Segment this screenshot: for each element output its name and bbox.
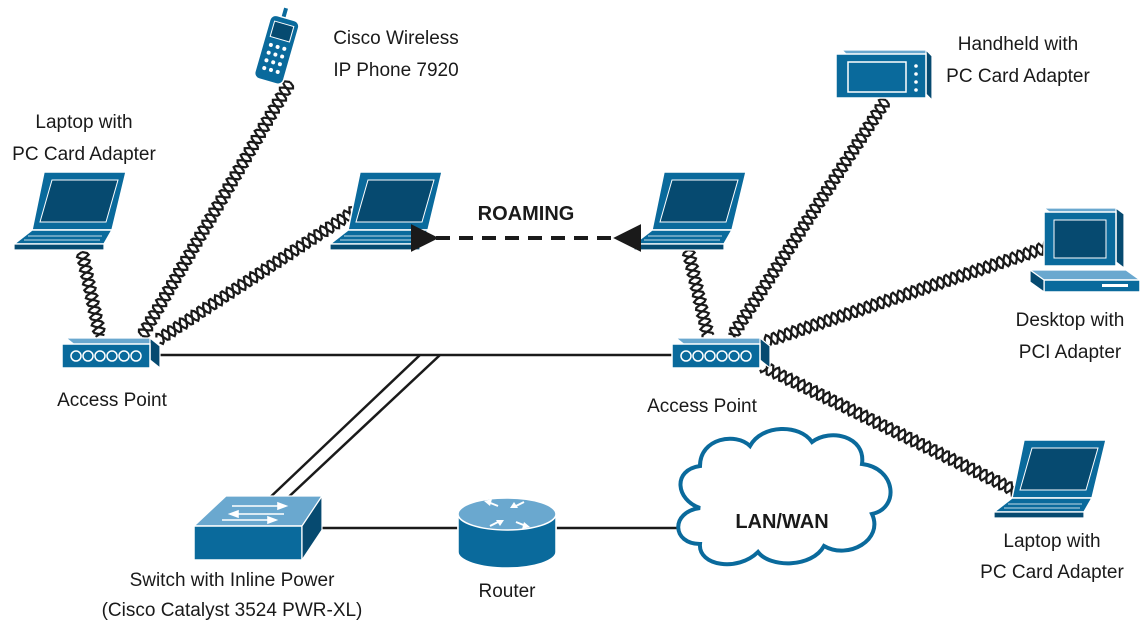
coil-laptop-roaming-right-strand-b <box>683 248 715 336</box>
laptop-icon <box>11 171 127 251</box>
router[interactable] <box>457 497 557 569</box>
switch-icon <box>192 494 324 562</box>
handheld-icon <box>835 48 934 102</box>
coil-laptop-roaming-right-strand-a <box>681 249 714 338</box>
switch-uplink-left <box>261 354 421 506</box>
coil-desktop-strand-a <box>763 240 1051 345</box>
switch-label-line2: (Cisco Catalyst 3524 PWR-XL) <box>102 600 363 621</box>
coil-laptop-roaming-left-strand-b <box>155 209 359 341</box>
coil-laptop-bottom-strand-b <box>759 363 1019 497</box>
wireless-ip-phone-icon <box>253 6 300 85</box>
roaming-indicator: ROAMING <box>410 203 642 252</box>
phone-label-line1: Cisco Wireless <box>333 28 459 49</box>
desktop[interactable] <box>1028 206 1140 294</box>
access-point-left[interactable] <box>61 336 162 370</box>
desktop-label-line2: PCI Adapter <box>1019 342 1122 363</box>
laptop-icon <box>631 171 747 251</box>
handheld[interactable] <box>835 48 934 102</box>
handheld-label-line1: Handheld with <box>958 34 1078 55</box>
desktop-computer-icon <box>1028 206 1140 294</box>
access-point-right[interactable] <box>671 336 772 370</box>
switch[interactable] <box>192 494 324 562</box>
coil-phone-strand-b <box>137 81 295 337</box>
wireless-ip-phone[interactable] <box>253 4 303 85</box>
coil-laptop-roaming-left-strand-a <box>159 206 357 346</box>
handheld-label-line2: PC Card Adapter <box>946 66 1090 87</box>
laptop-bottom-label-line1: Laptop with <box>1003 531 1100 552</box>
lan-wan-cloud[interactable]: LAN/WAN <box>676 427 893 567</box>
laptop-left[interactable] <box>11 171 127 251</box>
laptop-bottom-right[interactable] <box>991 439 1107 519</box>
access-point-icon <box>680 350 752 362</box>
wired-links <box>160 353 680 530</box>
laptop-bottom-label-line2: PC Card Adapter <box>980 562 1124 583</box>
laptop-roaming-left[interactable] <box>327 171 443 251</box>
access-point-left-label: Access Point <box>57 390 168 411</box>
switch-uplink-right <box>279 354 441 506</box>
access-point-right-label: Access Point <box>647 396 758 417</box>
coil-handheld-strand-a <box>728 97 887 337</box>
coil-laptop-left-strand-b <box>76 250 105 337</box>
cloud-icon <box>676 427 893 567</box>
switch-label-line1: Switch with Inline Power <box>130 570 336 591</box>
laptop-roaming-right[interactable] <box>631 171 747 251</box>
router-label: Router <box>478 581 536 602</box>
coil-desktop-strand-b <box>762 242 1052 349</box>
lan-wan-label: LAN/WAN <box>735 511 828 533</box>
coil-handheld-strand-b <box>728 99 890 340</box>
router-icon <box>457 497 557 569</box>
desktop-label-line1: Desktop with <box>1016 310 1125 331</box>
access-point-icon <box>70 350 142 362</box>
laptop-left-label-line2: PC Card Adapter <box>12 144 156 165</box>
wireless-links <box>75 80 1052 497</box>
laptop-left-label-line1: Laptop with <box>35 112 132 133</box>
roaming-label: ROAMING <box>478 203 575 225</box>
laptop-icon <box>327 171 443 251</box>
phone-label-line2: IP Phone 7920 <box>333 60 458 81</box>
laptop-icon <box>991 439 1107 519</box>
